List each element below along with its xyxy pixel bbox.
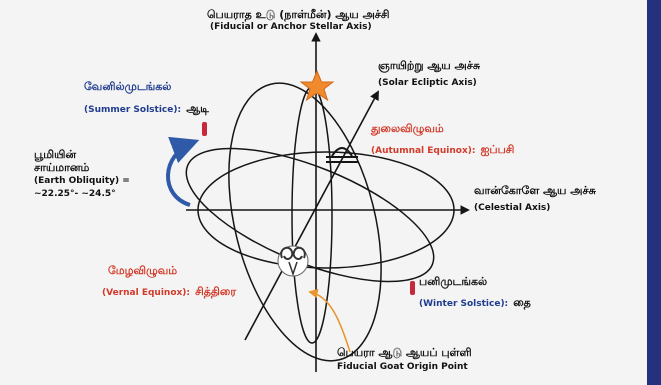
summer-solstice-month: ஆடி (186, 102, 209, 115)
fiducial-axis-english: (Fiducial or Anchor Stellar Axis) (207, 22, 390, 32)
autumnal-equinox-label: துலைவிழுவம் (Autumnal Equinox): ஐப்பசி (371, 123, 514, 157)
goat-origin-label: பெயரா ஆடு ஆயப் புள்ளி Fiducial Goat Orig… (337, 347, 472, 372)
vernal-equinox-month: சித்திரை (195, 285, 236, 298)
meridian-ellipse-tilted (203, 67, 408, 376)
winter-solstice-label: பனிமுடங்கல் (Winter Solstice): தை (419, 276, 531, 310)
ram-head-icon (278, 246, 308, 276)
vernal-equinox-tamil: மேழவிழுவம் (102, 265, 236, 278)
solar-ecliptic-axis-line (245, 92, 378, 340)
fiducial-axis-tamil: பெயராத உடு (நாள்மீன்) ஆய அச்சி (207, 9, 390, 22)
obliquity-arc (168, 142, 194, 205)
winter-solstice-english: (Winter Solstice): (419, 299, 508, 309)
summer-solstice-label: வேனில்முடங்கல் (Summer Solstice): ஆடி (84, 81, 209, 116)
celestial-axis-tamil: வான்கோளே ஆய அச்சு (474, 185, 596, 198)
earth-obliquity-range: ~22.25°- ~24.5° (34, 189, 130, 199)
solar-ecliptic-tamil: ஞாயிற்று ஆய அச்சு (378, 60, 480, 73)
earth-obliquity-english: (Earth Obliquity) = (34, 176, 130, 186)
star-icon (301, 71, 333, 100)
autumnal-equinox-english: (Autumnal Equinox): (371, 146, 475, 156)
solar-ecliptic-english: (Solar Ecliptic Axis) (378, 78, 480, 88)
autumnal-equinox-tamil: துலைவிழுவம் (371, 123, 514, 136)
solar-ecliptic-label: ஞாயிற்று ஆய அச்சு (Solar Ecliptic Axis) (378, 60, 480, 88)
goat-origin-english: Fiducial Goat Origin Point (337, 362, 472, 372)
autumnal-equinox-month: ஐப்பசி (481, 143, 515, 156)
fiducial-axis-label: பெயராத உடு (நாள்மீன்) ஆய அச்சி (Fiducial… (207, 9, 390, 32)
earth-obliquity-tamil-1: பூமியின் (34, 149, 130, 162)
celestial-axis-label: வான்கோளே ஆய அச்சு (Celestial Axis) (474, 185, 596, 213)
vernal-equinox-label: மேழவிழுவம் (Vernal Equinox): சித்திரை (102, 265, 236, 299)
earth-obliquity-tamil-2: சாய்மானம் (34, 162, 130, 175)
summer-solstice-english: (Summer Solstice): (84, 105, 181, 115)
winter-solstice-marker (410, 281, 415, 295)
earth-obliquity-label: பூமியின் சாய்மானம் (Earth Obliquity) = ~… (34, 149, 130, 199)
winter-solstice-tamil: பனிமுடங்கல் (419, 276, 531, 289)
vernal-equinox-english: (Vernal Equinox): (102, 288, 190, 298)
side-accent-bar (647, 0, 661, 385)
celestial-axis-english: (Celestial Axis) (474, 203, 596, 213)
summer-solstice-marker (202, 122, 207, 136)
summer-solstice-tamil: வேனில்முடங்கல் (84, 81, 209, 94)
winter-solstice-month: தை (513, 296, 531, 309)
goat-origin-tamil: பெயரா ஆடு ஆயப் புள்ளி (337, 347, 472, 360)
